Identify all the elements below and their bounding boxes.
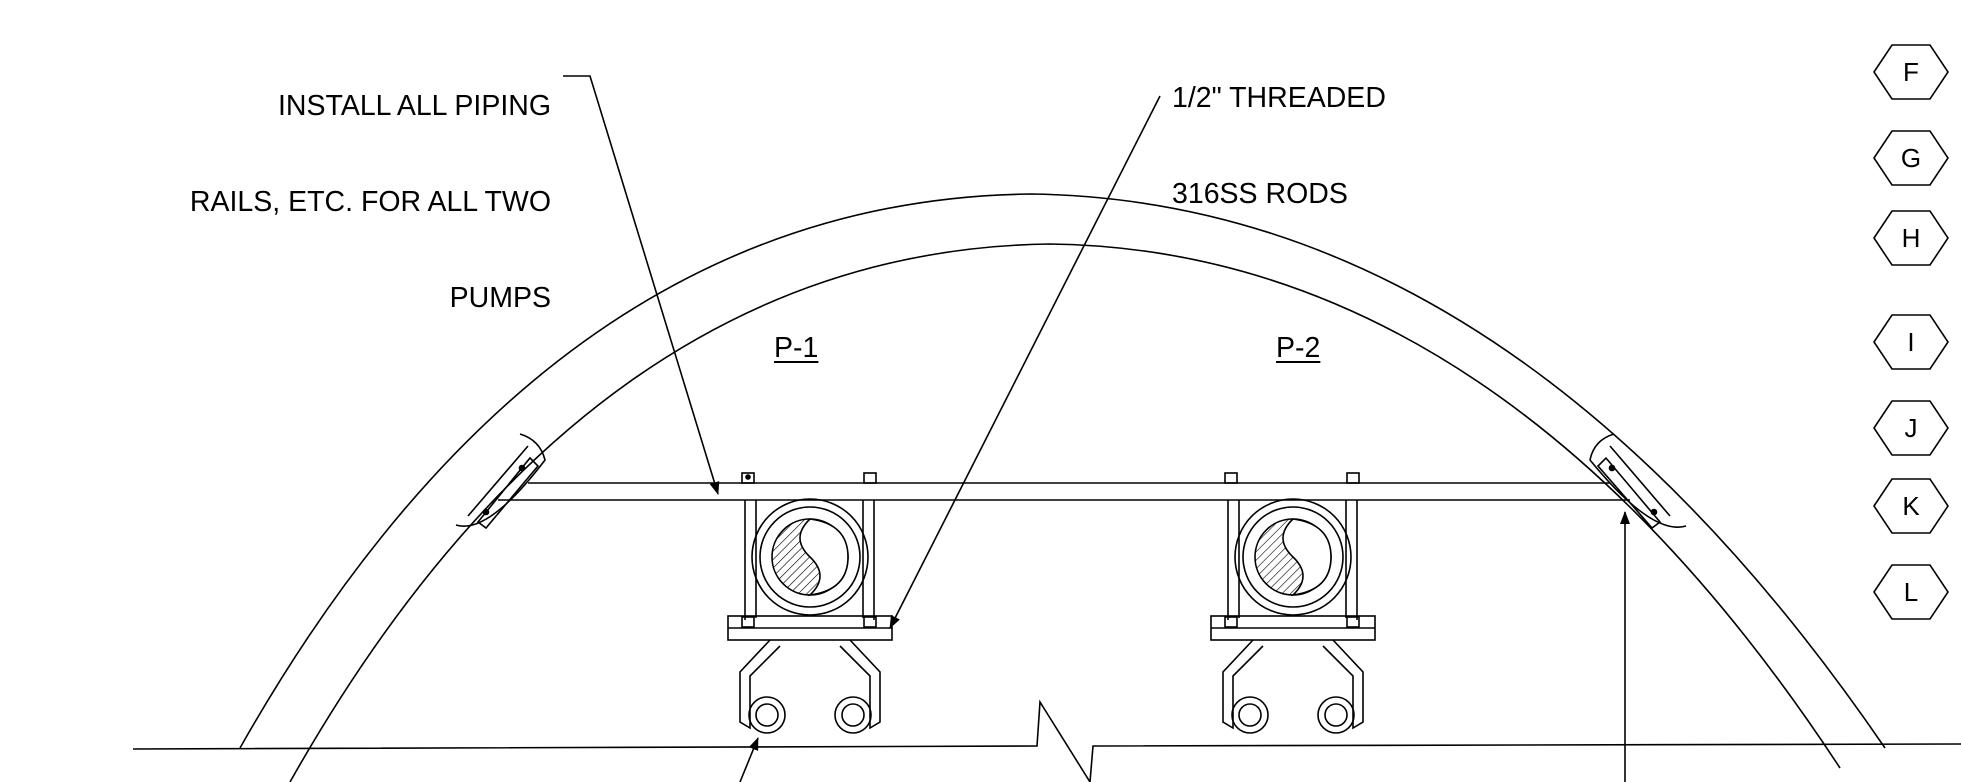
pump-p1-discharge-left: [748, 696, 786, 734]
right-wall-bracket: [1589, 433, 1687, 530]
pump-p1-discharge-right: [834, 696, 872, 734]
grid-marker-label-h: H: [1902, 223, 1921, 253]
leader-discharge-pipe: [739, 737, 759, 782]
left-wall-bracket: [455, 433, 546, 530]
grid-marker-k: [1873, 478, 1949, 534]
grid-marker-label-g: G: [1901, 143, 1921, 173]
slab-section-line: [132, 699, 1091, 782]
note-install-rails: INSTALL ALL PIPING RAILS, ETC. FOR ALL T…: [31, 26, 551, 346]
pump-p2-assembly: [1210, 472, 1376, 734]
note-threaded-rods: 1/2" THREADED 316SS RODS: [1172, 18, 1572, 242]
note-install-rails-line-3: PUMPS: [449, 282, 551, 314]
pump-p2-discharge-left: [1231, 696, 1269, 734]
leader-threaded-rods: [889, 95, 1161, 629]
grid-marker-h: [1873, 210, 1949, 266]
slab-section-line-right: [1089, 743, 1961, 782]
grid-marker-label-j: J: [1905, 413, 1918, 443]
leader-install-rails: [563, 75, 720, 495]
grid-markers: F G H I J K L: [1873, 44, 1949, 620]
pump-p2-discharge-right: [1317, 696, 1355, 734]
grid-marker-l: [1873, 564, 1949, 620]
grid-marker-f: [1873, 44, 1949, 100]
grid-marker-label-k: K: [1902, 491, 1920, 521]
note-install-rails-line-2: RAILS, ETC. FOR ALL TWO: [189, 186, 551, 218]
grid-marker-i: [1873, 314, 1949, 370]
note-threaded-rods-line-1: 1/2" THREADED: [1172, 82, 1386, 114]
pump-label-p2: P-2: [1276, 332, 1321, 364]
wet-well-outer-wall: [239, 193, 1886, 749]
note-threaded-rods-line-2: 316SS RODS: [1172, 178, 1348, 210]
grid-marker-g: [1873, 130, 1949, 186]
grid-marker-label-i: I: [1907, 327, 1914, 357]
pump-label-p1: P-1: [774, 332, 819, 364]
grid-marker-label-f: F: [1903, 57, 1919, 87]
grid-marker-label-l: L: [1904, 577, 1918, 607]
pump-p1-assembly: [727, 472, 893, 734]
note-install-rails-line-1: INSTALL ALL PIPING: [278, 90, 551, 122]
grid-marker-j: [1873, 400, 1949, 456]
